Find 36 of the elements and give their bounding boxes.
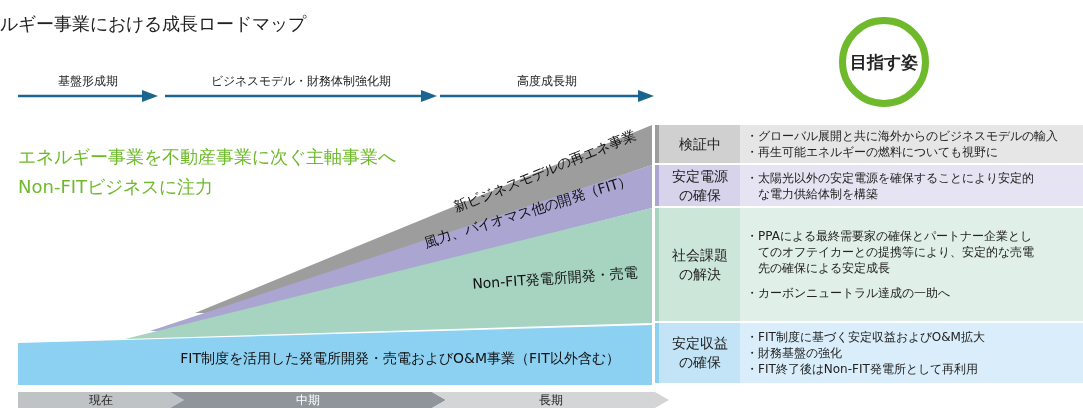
- table-cell: [740, 208, 1083, 321]
- band-label: Non-FIT発電所開発・売電: [471, 264, 639, 294]
- timeline-label: 中期: [296, 392, 320, 408]
- bullet-text: ・太陽光以外の安定電源を確保することにより安定的な電力供給体制を構築: [746, 169, 1035, 202]
- bullet-text: ・財務基盤の強化: [746, 345, 842, 361]
- business-band: [18, 325, 652, 385]
- timeline-label: 現在: [89, 392, 113, 408]
- phase-label: ビジネスモデル・財務体制強化期: [210, 73, 392, 90]
- title: ルギー事業における成長ロードマップ: [0, 12, 306, 36]
- bullet-text: ・再生可能エネルギーの燃料についても視野に: [746, 144, 998, 160]
- bullet-text: ・FIT終了後はNon-FIT発電所として再利用: [746, 361, 978, 377]
- table-header-cell: [655, 165, 740, 206]
- table-cell: [740, 165, 1083, 206]
- slogan-text: Non-FITビジネスに注力: [18, 175, 214, 199]
- bullet-text: ・グローバル展開と共に海外からのビジネスモデルの輸入: [746, 128, 1058, 144]
- table-header-cell: [655, 208, 740, 321]
- goal-label: 目指す姿: [850, 50, 918, 74]
- timeline-period-band: [170, 392, 446, 408]
- bullet-text: ・PPAによる最終需要家の確保とパートナー企業としてのオフテイカーとの提携等により、安定的な売電先の確保による安定成長: [746, 228, 1035, 276]
- band-label: FIT制度を活用した発電所開発・売電およびO&M事業（FIT以外含む）: [180, 350, 620, 368]
- phase-label: 基盤形成期: [57, 73, 119, 90]
- category-label: 安定収益の確保: [670, 334, 729, 372]
- bullet-text: ・FIT制度に基づく安定収益およびO&M拡大: [746, 329, 985, 345]
- table-cell: [740, 125, 1083, 163]
- timeline-period-band: [432, 392, 669, 408]
- table-header-cell: [655, 125, 740, 163]
- timeline-label: 長期: [538, 392, 563, 408]
- slogan-text: エネルギー事業を不動産事業に次ぐ主軸事業へ: [18, 145, 396, 169]
- timeline-period-band: [18, 392, 184, 408]
- table-cell: [740, 323, 1083, 383]
- category-label: 社会課題の解決: [670, 245, 729, 284]
- category-label: 検証中: [677, 134, 722, 154]
- category-label: 安定電源の確保: [670, 166, 729, 205]
- bullet-text: ・カーボンニュートラル達成の一助へ: [746, 285, 951, 301]
- phase-label: 高度成長期: [516, 73, 578, 90]
- table-header-cell: [655, 323, 740, 383]
